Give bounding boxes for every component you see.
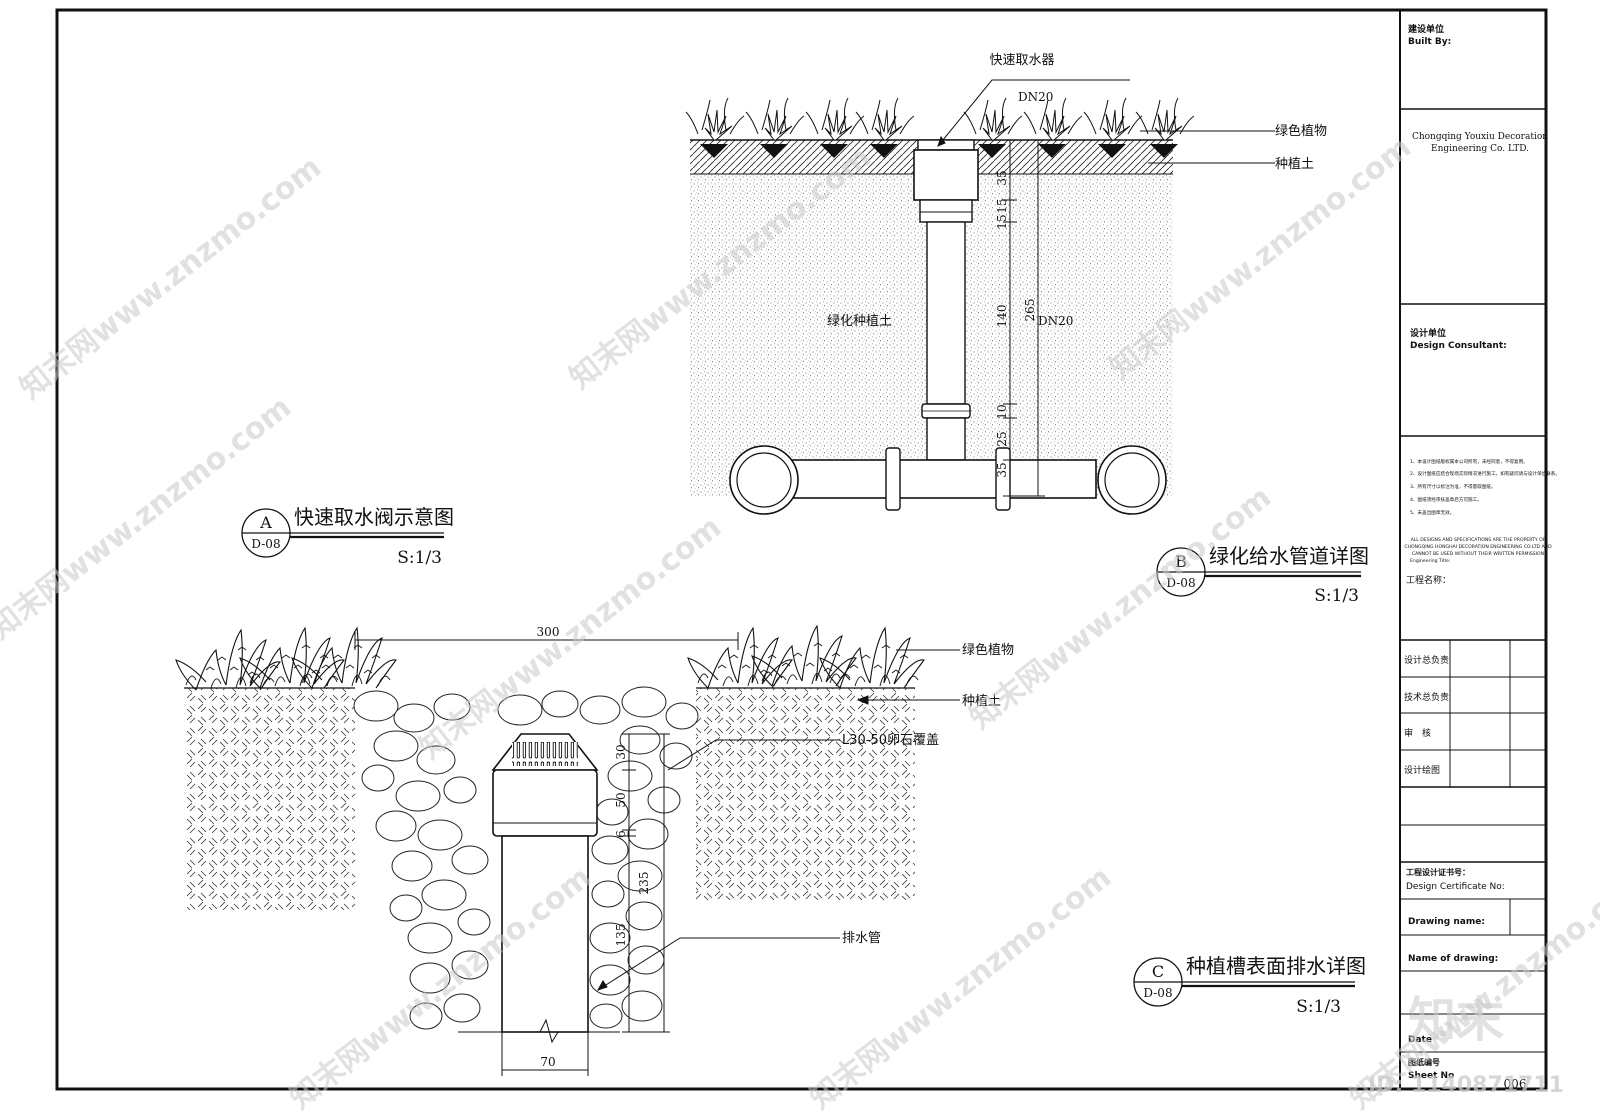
label-planting-soil-top: 种植土 [1275, 157, 1314, 172]
detail-a-heading: 快速取水阀示意图 [294, 505, 454, 529]
label-dn20-top: DN20 [1018, 90, 1053, 104]
sheet-no-value: 006 [1504, 1077, 1527, 1091]
drawing-name-en: Drawing name: [1408, 917, 1485, 927]
note-2: 2、设计图纸应结合现场实际情况进行施工，如有疑问请与设计单位联系。 [1410, 470, 1560, 477]
dimension-lines-top [1003, 139, 1045, 497]
label-green-plants-top: 绿色植物 [1275, 123, 1327, 139]
design-cert-en: Design Certificate No: [1406, 882, 1505, 892]
title-block-text: 建设单位 Built By: Chongqing Youxiu Decorati… [1404, 23, 1560, 1091]
label-quick-valve: 快速取水器 [989, 53, 1054, 68]
built-by-en: Built By: [1408, 37, 1451, 47]
leaders-bottom [596, 649, 960, 991]
detail-a-scale: S:1/3 [397, 548, 442, 568]
dim-50: 50 [614, 792, 628, 807]
detail-b-letter: B [1175, 552, 1187, 571]
dim-135: 135 [614, 924, 628, 947]
dim-35-top: 35 [995, 170, 1009, 185]
dim-15-b: 15 [995, 214, 1009, 229]
built-by-cn: 建设单位 [1408, 23, 1444, 35]
role-chief-designer: 设计总负责 [1404, 654, 1449, 666]
dim-70: 70 [540, 1055, 555, 1069]
dim-140: 140 [995, 305, 1009, 328]
label-dn20-side: DN20 [1038, 314, 1073, 328]
role-technical-chief: 技术总负责 [1404, 691, 1449, 703]
title-block [1399, 10, 1546, 1089]
detail-a-ref: D-08 [251, 537, 280, 551]
watermark-logo: 知末 [1408, 992, 1504, 1048]
copyright-3: CANNOT BE USED WITHOUT THEIR WRITTEN PER… [1412, 551, 1544, 557]
dim-25: 25 [995, 431, 1009, 446]
role-drafter: 设计绘图 [1404, 764, 1440, 776]
detail-c-section: 300 30 50 6 135 235 70 绿色植物 种植土 L30-50卵石… [175, 625, 1014, 1076]
sheet-no-cn: 图纸编号 [1408, 1057, 1440, 1067]
note-3: 3、所有尺寸以标注为准，不得量取图纸。 [1410, 483, 1496, 490]
dim-300: 300 [537, 625, 560, 639]
dim-30: 30 [614, 744, 628, 759]
quick-coupling-valve [913, 139, 979, 461]
main-water-pipe [729, 445, 1167, 515]
detail-b-heading: 绿化给水管道详图 [1209, 544, 1369, 568]
name-of-drawing-en: Name of drawing: [1408, 954, 1498, 964]
company-en-1: Chongqing Youxiu Decoration [1412, 132, 1548, 142]
design-consultant-en: Design Consultant: [1410, 341, 1507, 351]
sheet-no-en: Sheet No [1408, 1071, 1454, 1081]
detail-c-title: C D-08 种植槽表面排水详图 S:1/3 [1133, 954, 1366, 1017]
dim-35-bottom: 35 [995, 462, 1009, 477]
drain-grate [458, 733, 620, 1044]
detail-b-title: B D-08 绿化给水管道详图 S:1/3 [1156, 544, 1369, 606]
dim-235: 235 [637, 872, 651, 895]
watermark-text-1: 知末网www.znzmo.com [13, 150, 328, 407]
shrub-right [687, 625, 925, 689]
label-greening-soil: 绿化种植土 [827, 314, 892, 329]
label-planting-soil-bottom: 种植土 [962, 694, 1001, 709]
detail-a-letter: A [259, 513, 272, 532]
dimension-lines-bottom [354, 632, 739, 1076]
company-en-2: Engineering Co. LTD. [1431, 144, 1529, 154]
label-pebble-cover: L30-50卵石覆盖 [842, 733, 939, 748]
design-cert-cn: 工程设计证书号： [1406, 867, 1470, 877]
watermark-id: ID: 1140871711 [1368, 1073, 1564, 1098]
project-name-label: 工程名称： [1406, 574, 1451, 586]
detail-c-scale: S:1/3 [1296, 997, 1341, 1017]
dim-265: 265 [1023, 299, 1037, 322]
watermark-text-6: 知末网www.znzmo.com [963, 480, 1278, 737]
dim-10: 10 [995, 404, 1009, 419]
detail-c-letter: C [1152, 962, 1164, 981]
design-consultant-cn: 设计单位 [1410, 327, 1446, 339]
date-label: Date [1408, 1035, 1432, 1045]
copyright-1: ALL DESIGNS AND SPECIFICATIONS ARE THE P… [1411, 537, 1546, 543]
dim-15-a: 15 [995, 198, 1009, 213]
label-drain-pipe: 排水管 [842, 931, 881, 946]
detail-b-ref: D-08 [1166, 576, 1195, 590]
note-1: 1、本设计图纸版权属本公司所有，未经同意，不得复用。 [1410, 458, 1528, 465]
label-green-plants-bottom: 绿色植物 [962, 642, 1014, 658]
drain-pipe [501, 835, 589, 1033]
detail-c-ref: D-08 [1143, 986, 1172, 1000]
note-5: 5、未盖出图章无效。 [1410, 509, 1454, 516]
role-reviewer: 审 核 [1404, 727, 1431, 739]
leaders-top [937, 79, 1275, 164]
detail-ab-section: 35 15 15 140 10 25 35 265 快速取水器 DN20 绿色植… [685, 53, 1327, 515]
note-4: 4、图纸须经审核盖章后方可施工。 [1410, 496, 1482, 503]
copyright-2: CHONGQING HONGHAI DECORATION ENGINEERING… [1404, 544, 1552, 550]
drawing-border [55, 8, 1548, 1091]
detail-a-title: A D-08 快速取水阀示意图 S:1/3 [241, 505, 454, 568]
detail-c-heading: 种植槽表面排水详图 [1186, 954, 1366, 978]
shrub-left [175, 627, 397, 691]
detail-b-scale: S:1/3 [1314, 586, 1359, 606]
engineering-title: Engineering Title: [1410, 558, 1451, 564]
dim-6: 6 [614, 830, 628, 838]
pebble-layer [353, 686, 699, 1030]
